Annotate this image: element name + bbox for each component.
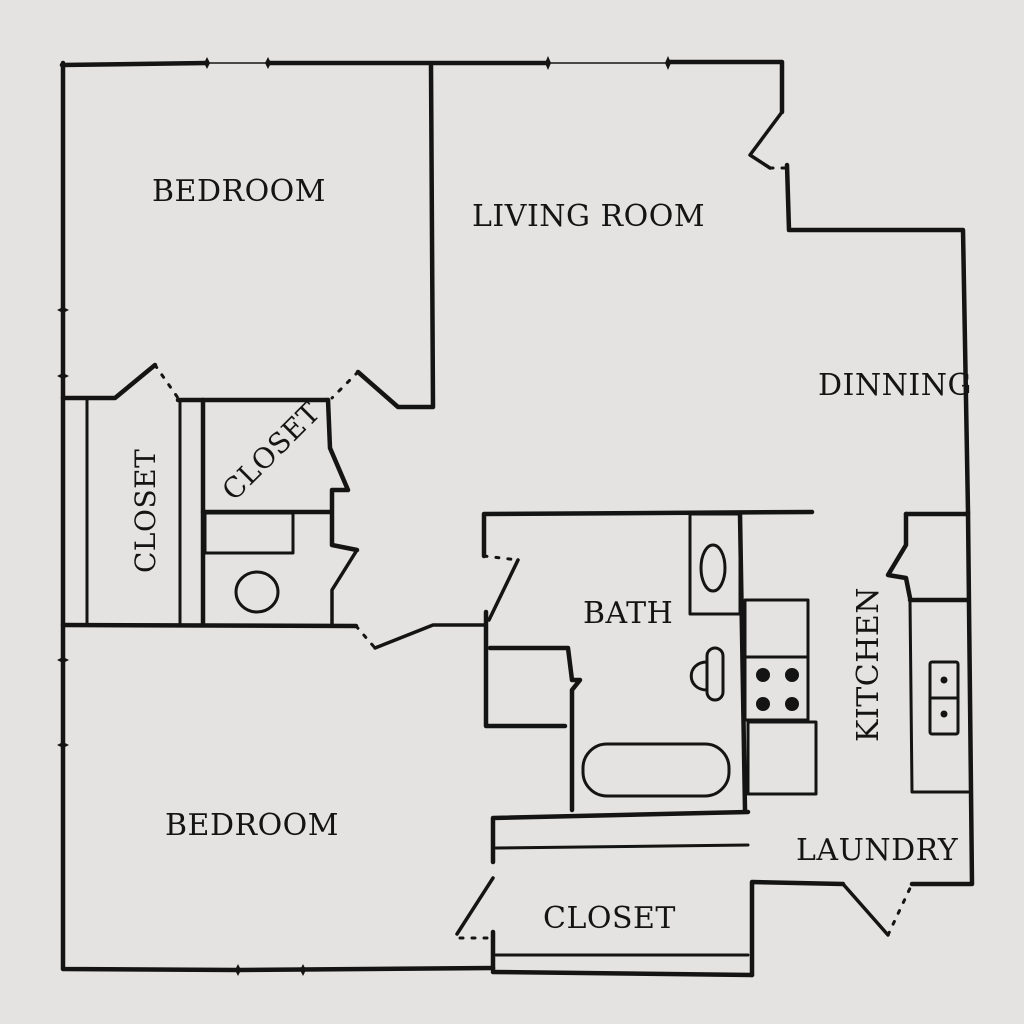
bath-walls xyxy=(481,509,815,813)
label-bedroom-bottom: BEDROOM xyxy=(165,808,339,843)
label-bedroom-top: BEDROOM xyxy=(152,174,326,209)
room-labels: BEDROOM LIVING ROOM DINNING CLOSET CLOSE… xyxy=(129,174,972,936)
closet-block xyxy=(60,397,487,650)
bottom-closet xyxy=(455,809,751,973)
kitchen xyxy=(743,511,971,796)
bedroom-top-walls xyxy=(60,62,436,410)
label-dining: DINNING xyxy=(818,368,972,403)
bath-sink-icon xyxy=(699,543,727,593)
label-closet-bottom: CLOSET xyxy=(543,901,676,936)
exterior-walls xyxy=(57,56,975,978)
label-kitchen: KITCHEN xyxy=(851,587,886,742)
label-living-room: LIVING ROOM xyxy=(472,199,705,234)
toilet-tank-icon xyxy=(705,646,725,702)
toilet-icon xyxy=(234,570,280,614)
label-closet-middle: CLOSET xyxy=(216,396,327,507)
stove-icon xyxy=(743,655,810,722)
bathtub-icon xyxy=(581,742,731,798)
label-laundry: LAUNDRY xyxy=(796,833,959,868)
label-bath: BATH xyxy=(583,596,673,631)
label-closet-left: CLOSET xyxy=(129,449,162,573)
